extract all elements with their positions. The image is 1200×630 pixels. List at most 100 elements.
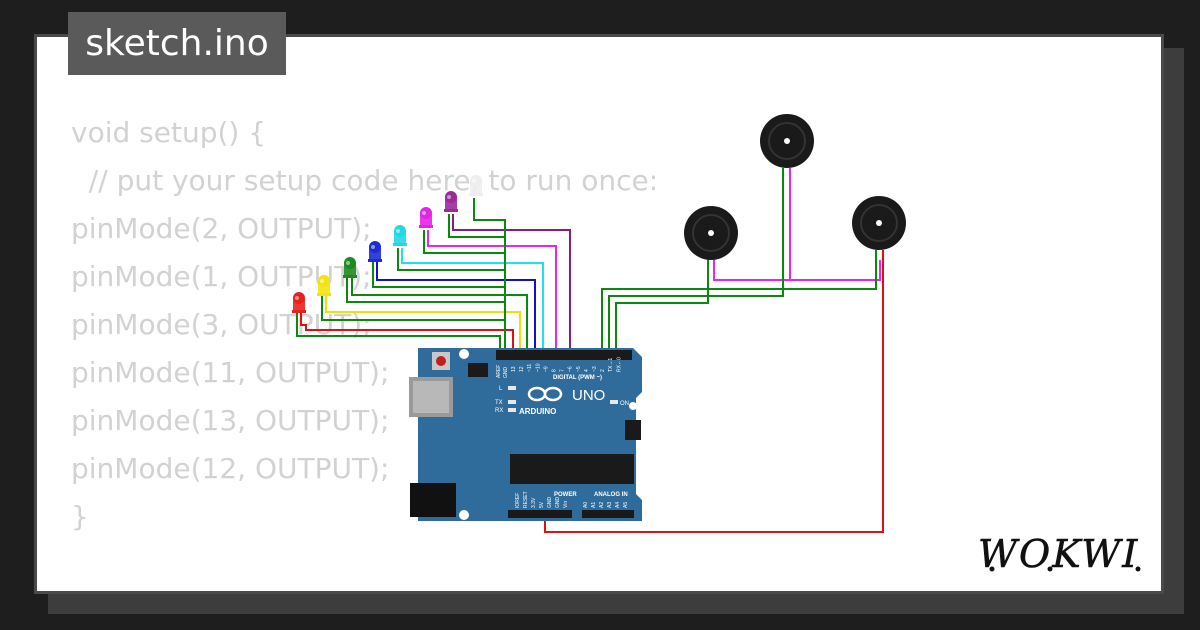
analog-pin-label: A2 (599, 502, 605, 508)
digital-pin-label: 4 (584, 369, 590, 372)
wokwi-logo-dot-3 (1135, 566, 1141, 572)
wire-blue-gnd (372, 262, 505, 288)
digital-pin-label: TX→1 (608, 358, 614, 372)
icsp-header-2 (625, 420, 641, 440)
led[interactable] (317, 275, 331, 296)
mount-hole-1 (459, 349, 469, 359)
code-line: // put your setup code here, to run once… (71, 164, 659, 197)
led-wires (296, 198, 571, 356)
digital-pin-label: 2 (600, 369, 606, 372)
code-listing: void setup() { // put your setup code he… (71, 109, 659, 591)
board-model: UNO (572, 387, 605, 404)
wire-buzzer3-gnd (601, 250, 877, 356)
code-line: pinMode(12, OUTPUT); (71, 452, 390, 485)
power-pin-label: IOREF (515, 493, 521, 508)
code-line: } (71, 500, 89, 533)
code-line: void setup() { (71, 116, 267, 149)
rx-label: RX (495, 408, 503, 414)
wokwi-logo[interactable]: WOKWI (978, 527, 1158, 575)
digital-pin-label: ~11 (527, 364, 533, 372)
wire-yellow-gnd (321, 296, 506, 356)
led-l (508, 386, 516, 390)
wokwi-logo-dot-2 (1047, 566, 1053, 572)
digital-pin-label: RX←0 (616, 357, 622, 372)
power-label: POWER (554, 492, 577, 498)
power-pin-label: GND (547, 497, 553, 509)
power-pin-label: 3.3V (531, 497, 537, 508)
analog-header (582, 510, 634, 518)
wire-purple (452, 214, 571, 356)
wire-green (351, 278, 528, 356)
wire-red-cathode (296, 313, 501, 356)
aref-label: AREF (496, 365, 502, 378)
power-header (508, 510, 572, 518)
led-on (610, 400, 618, 404)
buzzer-3 (852, 196, 906, 250)
digital-pin-label: ~5 (576, 366, 582, 372)
digital-pin-label: ~6 (568, 366, 574, 372)
power-jack (410, 483, 456, 517)
analog-pin-label: A3 (607, 502, 613, 508)
analog-pin-label: A0 (583, 502, 589, 508)
project-preview-card[interactable]: void setup() { // put your setup code he… (34, 34, 1164, 594)
code-line: pinMode(11, OUTPUT); (71, 356, 390, 389)
digital-pin-label: ~3 (592, 366, 598, 372)
usb-port-inner (413, 381, 449, 413)
arduino-uno-board: UNO ARDUINO DIGITAL (PWM ~) ON L TX RX P… (409, 348, 642, 521)
power-pin-label: GND (555, 497, 561, 509)
analog-label: ANALOG IN (594, 492, 628, 498)
wire-yellow (325, 296, 521, 356)
buzzer-wires (544, 168, 884, 533)
led-tx (508, 400, 516, 404)
wire-buzzer3-vcc (544, 250, 884, 533)
wire-magenta-gnd (423, 230, 505, 254)
buzzer-1 (684, 206, 738, 260)
tx-label: TX (495, 400, 503, 406)
digital-pin-label: 13 (511, 366, 517, 372)
power-pin-label: Vin (563, 501, 569, 508)
code-line: pinMode(13, OUTPUT); (71, 404, 390, 437)
analog-pin-label: A1 (591, 502, 597, 508)
code-line: pinMode(2, OUTPUT); (71, 212, 372, 245)
mount-hole-3 (629, 402, 637, 410)
wire-white-gnd (473, 198, 506, 356)
wire-cyan-gnd (397, 248, 505, 271)
file-tab[interactable]: sketch.ino (68, 12, 286, 75)
digital-pin-label: 8 (552, 369, 558, 372)
buzzer-2 (760, 114, 814, 168)
led[interactable] (368, 241, 382, 262)
led-group (292, 175, 483, 313)
wire-magenta (427, 230, 557, 356)
digital-label: DIGITAL (PWM ~) (553, 375, 602, 381)
digital-pin-label: 12 (519, 366, 525, 372)
arduino-logo-icon (527, 386, 563, 402)
digital-header (496, 350, 632, 360)
atmega-chip (510, 454, 634, 484)
analog-pin-label: A5 (623, 502, 629, 508)
led[interactable] (343, 257, 357, 278)
analog-pin-label: A4 (615, 502, 621, 508)
led[interactable] (292, 292, 306, 313)
wokwi-logo-dot-1 (989, 566, 995, 572)
reset-button (436, 356, 446, 366)
board-brand: ARDUINO (519, 407, 556, 416)
wire-buzzer2-gnd (608, 168, 784, 356)
icsp-header-1 (468, 363, 488, 377)
mount-hole-2 (459, 510, 469, 520)
wire-buzzer1-gnd (615, 258, 709, 356)
on-label: ON (620, 401, 629, 407)
power-pin-label: 5V (539, 501, 545, 508)
led-rx (508, 408, 516, 412)
wire-buzzer1-sig (713, 258, 881, 281)
led[interactable] (393, 225, 407, 246)
gnd-label: GND (503, 367, 509, 379)
led[interactable] (444, 191, 458, 212)
wokwi-logo-text: WOKWI (978, 532, 1139, 575)
led[interactable] (419, 207, 433, 228)
power-pin-label: RESET (523, 491, 529, 508)
led[interactable] (469, 175, 483, 196)
wire-green-gnd (346, 278, 505, 303)
